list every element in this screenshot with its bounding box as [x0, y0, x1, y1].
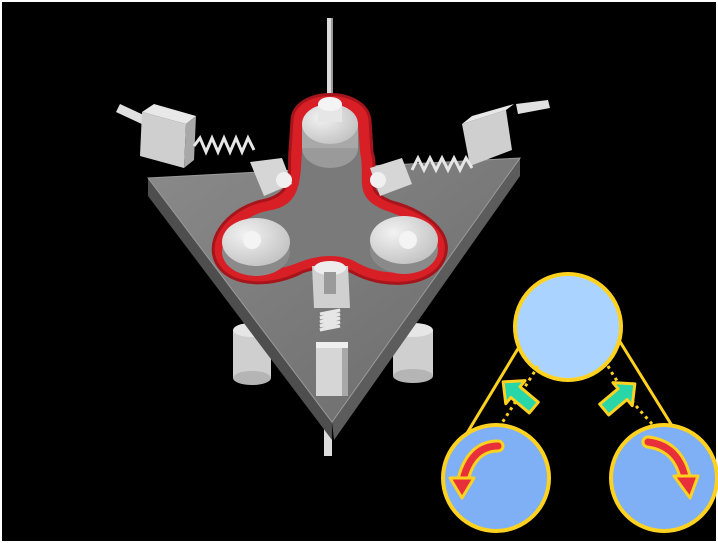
inset-top-node	[515, 274, 621, 380]
left-pulley	[222, 218, 290, 276]
right-pulley	[370, 216, 438, 274]
